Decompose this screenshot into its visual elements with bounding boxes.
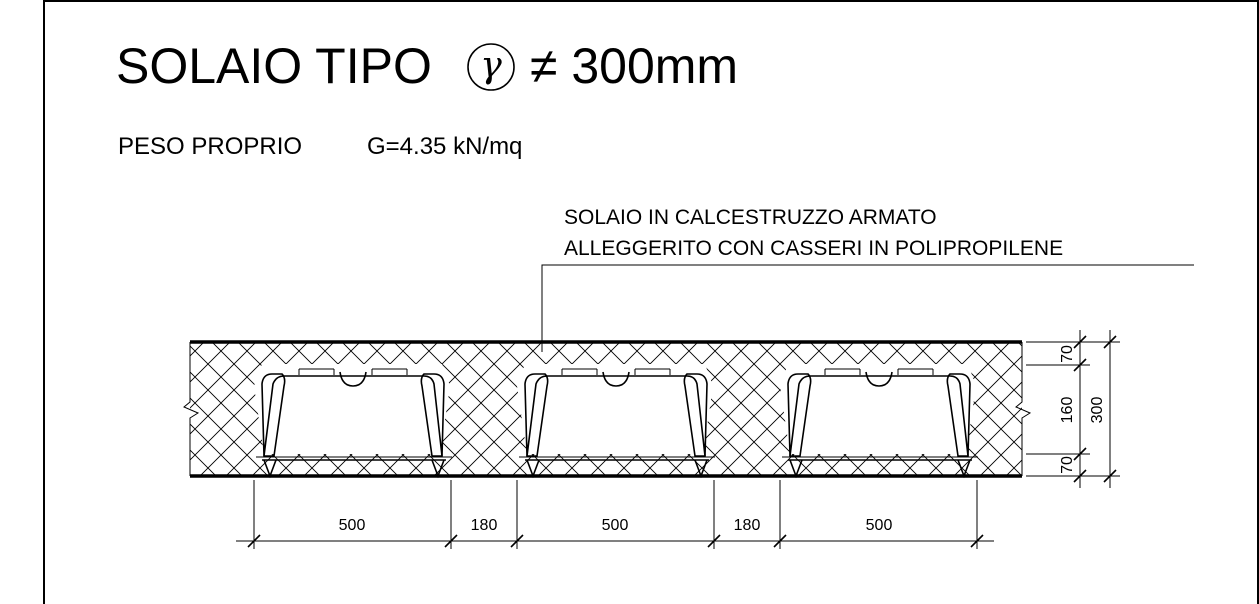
annotation-line-2: ALLEGGERITO CON CASSERI IN POLIPROPILENE bbox=[564, 237, 1063, 260]
drawing-frame bbox=[43, 0, 1259, 604]
dim-value-rib-2: 180 bbox=[734, 517, 761, 534]
horizontal-dimension-chain: 500 180 500 180 500 bbox=[236, 480, 994, 549]
title-prefix: SOLAIO TIPO bbox=[116, 38, 432, 94]
dim-value-rib-1: 180 bbox=[471, 517, 498, 534]
self-weight-value: G=4.35 kN/mq bbox=[367, 133, 522, 160]
drawing-title: SOLAIO TIPO γ ≠ 300mm bbox=[116, 38, 738, 94]
extension-lines bbox=[253, 480, 978, 549]
gamma-circle-icon bbox=[467, 43, 515, 91]
formwork-void-3 bbox=[779, 363, 979, 477]
dim-value-total-thickness: 300 bbox=[1089, 397, 1106, 424]
self-weight-line: PESO PROPRIO G=4.35 kN/mq bbox=[118, 133, 522, 160]
dim-value-void-2: 500 bbox=[602, 517, 629, 534]
annotation-line-1: SOLAIO IN CALCESTRUZZO ARMATO bbox=[564, 206, 937, 229]
vertical-dimension-ticks bbox=[1073, 335, 1117, 483]
self-weight-label: PESO PROPRIO bbox=[118, 133, 302, 160]
formwork-void-1 bbox=[253, 363, 453, 477]
dim-value-bottom-slab: 70 bbox=[1059, 456, 1076, 474]
vertical-dimension-chain: 70 160 70 300 bbox=[1026, 330, 1120, 488]
dim-value-void-height: 160 bbox=[1059, 397, 1076, 424]
title-suffix: ≠ 300mm bbox=[530, 38, 738, 94]
dim-value-void-1: 500 bbox=[339, 517, 366, 534]
slab-section bbox=[183, 340, 1032, 478]
annotation-leader-line bbox=[541, 264, 1194, 352]
dim-value-top-slab: 70 bbox=[1059, 345, 1076, 363]
break-line-right bbox=[1015, 342, 1032, 476]
dimension-ticks bbox=[247, 534, 984, 548]
annotation-note: SOLAIO IN CALCESTRUZZO ARMATO ALLEGGERIT… bbox=[541, 206, 1194, 352]
formwork-void-2 bbox=[516, 363, 716, 477]
title-symbol: γ bbox=[480, 45, 502, 86]
break-line-left bbox=[183, 342, 200, 476]
dim-value-void-3: 500 bbox=[866, 517, 893, 534]
